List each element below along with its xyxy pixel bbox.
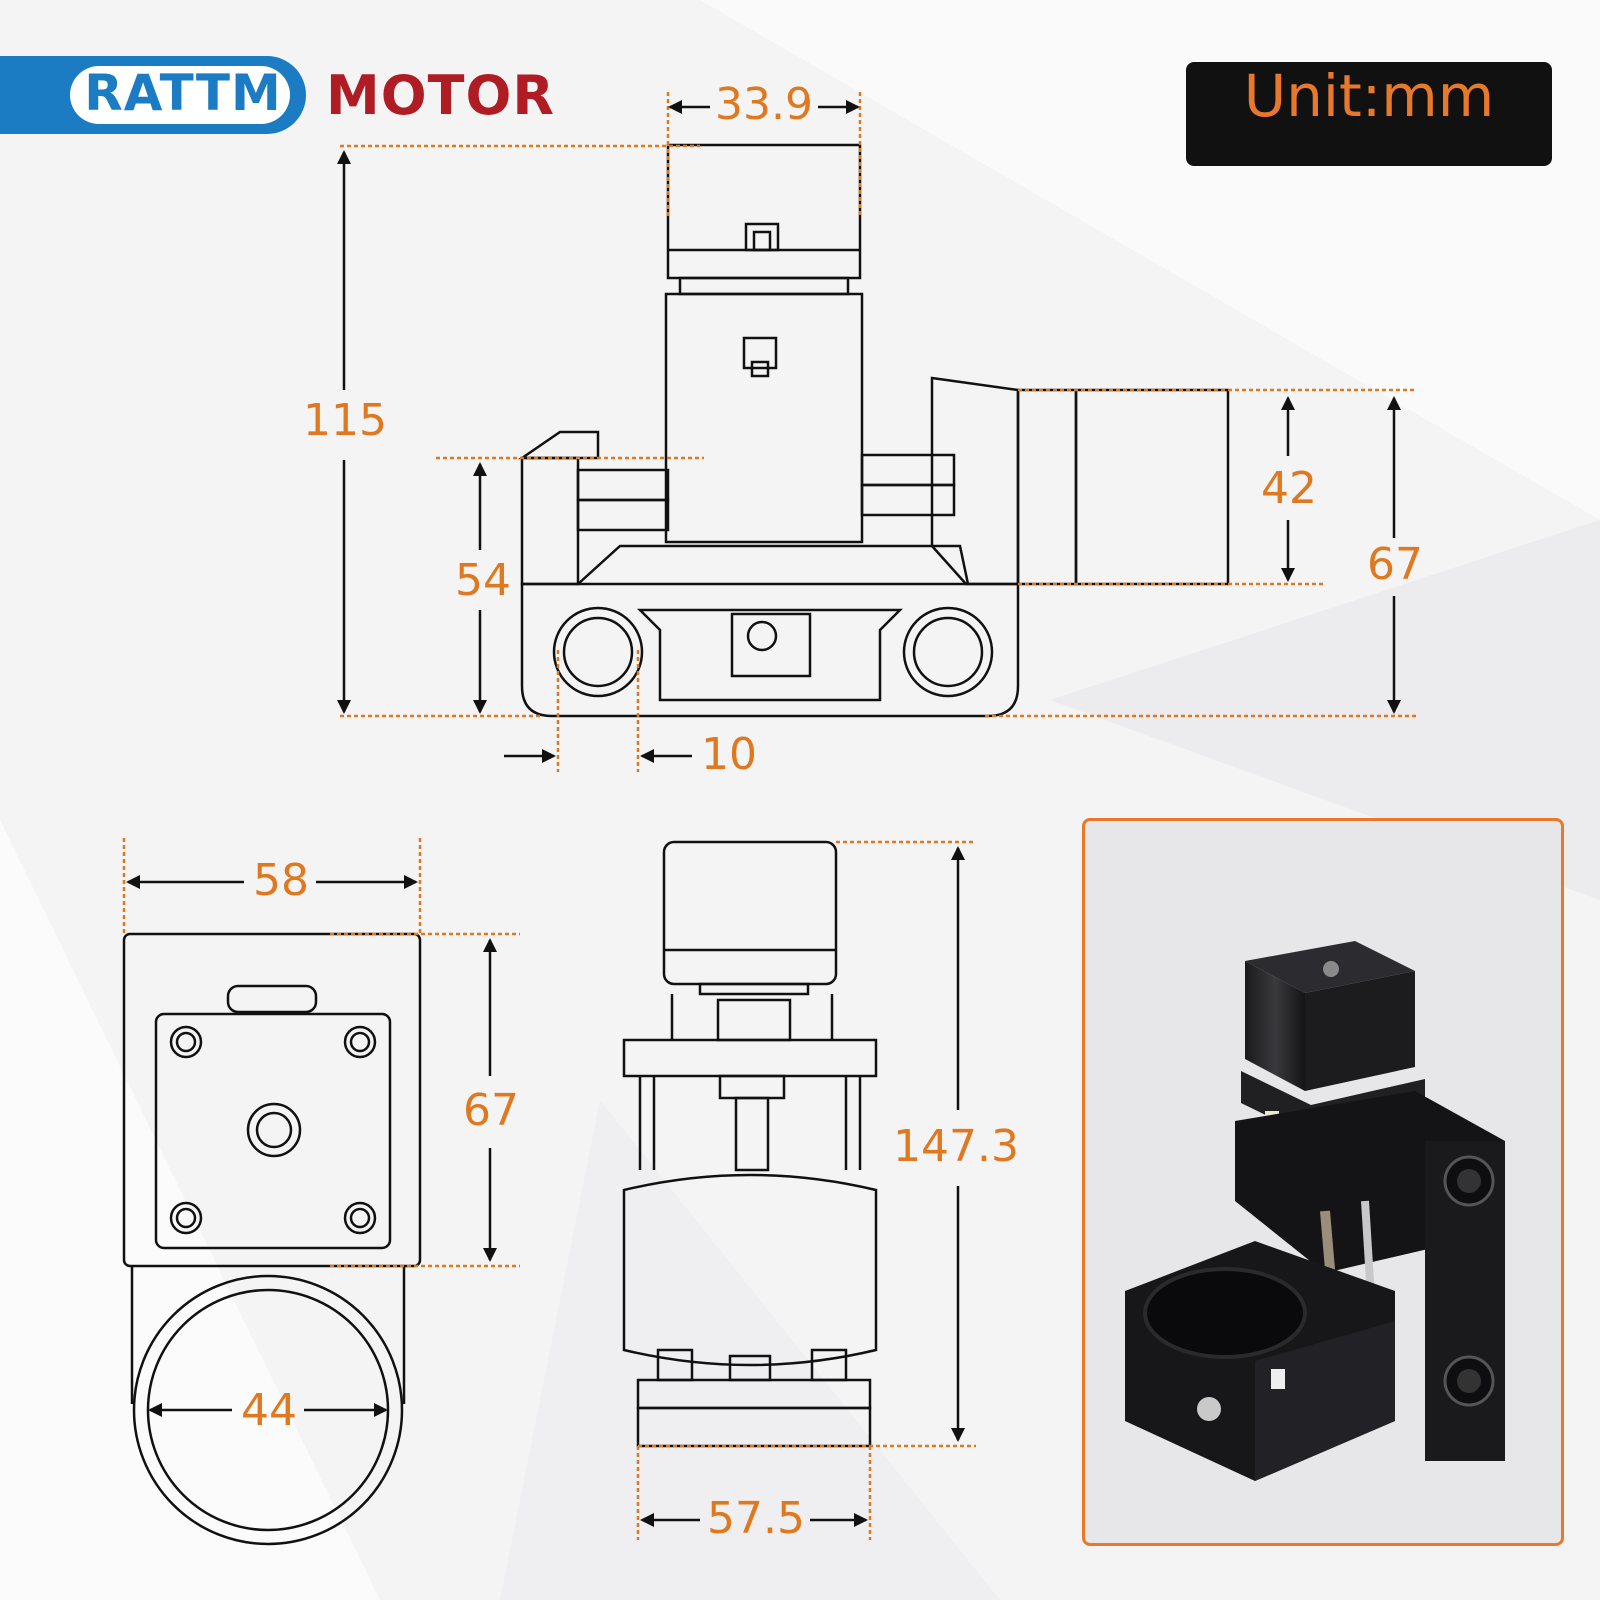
top-view-dimensions <box>337 92 1416 772</box>
unit-label: Unit:mm <box>1243 62 1495 130</box>
dim-total-height: 115 <box>303 395 387 446</box>
dim-spindle-diameter: 44 <box>241 1385 297 1436</box>
dim-clamp-height: 54 <box>455 555 511 606</box>
front-view-dimensions <box>122 838 520 1417</box>
brand-logo-inner <box>70 66 290 124</box>
dim-motor-width: 33.9 <box>715 79 813 130</box>
dim-motor-height: 42 <box>1261 463 1317 514</box>
dim-side-total-height: 147.3 <box>893 1121 1019 1172</box>
front-view-drawing <box>122 932 422 1546</box>
brand-name-right: MOTOR <box>326 64 555 127</box>
top-view-drawing <box>517 143 1230 718</box>
brand-name-left: RATTM <box>84 64 282 122</box>
product-photo-frame <box>1082 818 1564 1546</box>
unit-badge <box>1186 62 1552 166</box>
dim-front-height: 67 <box>463 1085 519 1136</box>
side-view-dimensions <box>636 840 976 1540</box>
dim-side-base-width: 57.5 <box>707 1493 805 1544</box>
side-view-drawing <box>622 840 878 1448</box>
dim-body-height: 67 <box>1367 539 1423 590</box>
dim-front-width: 58 <box>253 855 309 906</box>
dim-rail-spacing: 10 <box>701 729 757 780</box>
stepper-motor-photo <box>1125 941 1505 1481</box>
